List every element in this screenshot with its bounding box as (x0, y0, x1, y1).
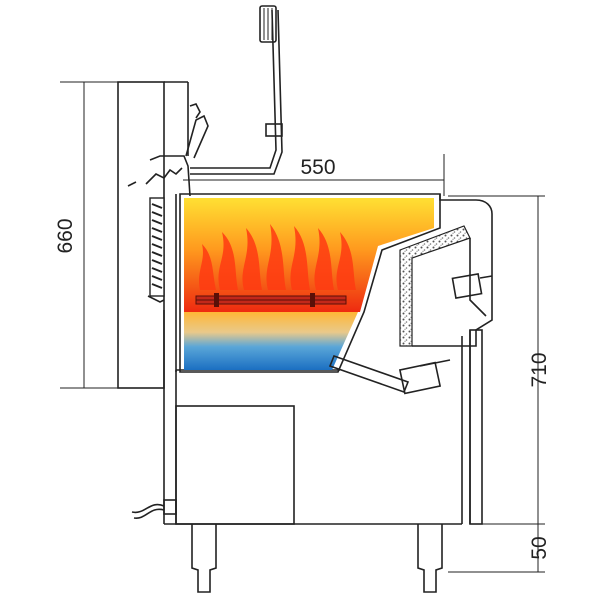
dimension-550: 550 (183, 154, 445, 196)
side-panel (469, 329, 483, 525)
dim-660-label: 660 (54, 218, 77, 253)
cable-wire-2 (133, 508, 165, 519)
basket-mark (127, 181, 137, 187)
basket-handle-bar-2 (190, 9, 283, 175)
basket-hook (185, 114, 209, 159)
oil-zone (184, 198, 434, 312)
water-zone (184, 312, 358, 370)
dimension-660: 660 (54, 81, 118, 389)
heating-element-bracket-2 (310, 293, 315, 307)
heater-panel (147, 197, 165, 303)
handle-collar (265, 123, 283, 137)
drain-handle (419, 359, 451, 367)
basket-handle-bar-1 (190, 9, 277, 169)
heating-element (195, 293, 347, 307)
heater-clip (147, 295, 165, 303)
thermostat-knob (479, 275, 493, 279)
flame-2 (218, 232, 238, 290)
handle-grip[interactable] (259, 5, 277, 43)
leg-left (191, 524, 217, 593)
cabinet-door-compartment (175, 405, 295, 525)
flame-1 (199, 244, 216, 290)
thermostat-box (451, 272, 483, 300)
housing-outline (412, 194, 493, 347)
dimension-50: 50 (448, 524, 551, 573)
flames (199, 224, 356, 290)
flame-6 (314, 228, 334, 290)
flame-4 (266, 224, 286, 290)
flame-7 (336, 232, 356, 290)
basket-rim (149, 155, 191, 197)
heating-element-bracket-1 (214, 293, 219, 307)
heater-coils (151, 203, 163, 289)
cable-gland (163, 499, 177, 515)
dim-710-label: 710 (528, 352, 551, 387)
basket-clip (145, 167, 183, 185)
leg-right (417, 524, 443, 593)
housing-inner (469, 238, 487, 317)
dim-550-label: 550 (300, 156, 335, 179)
drain-pipe-body (328, 354, 410, 394)
side-housing (399, 194, 493, 347)
flame-5 (290, 226, 310, 290)
basket-assembly (127, 5, 283, 197)
dimension-710: 710 (448, 195, 551, 525)
drain-pipe (328, 354, 451, 395)
dim-50-label: 50 (528, 536, 551, 559)
flame-3 (242, 228, 262, 290)
insulation-block (399, 225, 471, 347)
drain-valve (398, 361, 442, 395)
legs (191, 524, 443, 593)
power-cable (131, 499, 177, 519)
cable-wire-1 (131, 503, 165, 514)
basket-hook-tip (189, 103, 201, 119)
